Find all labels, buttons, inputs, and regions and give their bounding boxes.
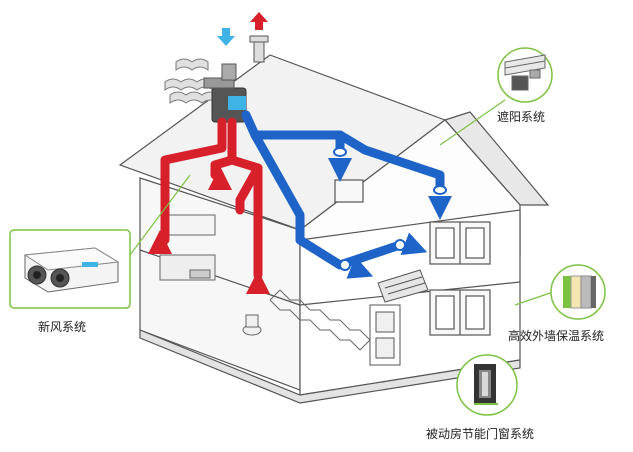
sunshade-callout [497,47,553,103]
staircase [269,289,371,351]
base-slab [139,329,521,404]
intake-arrow-icon [217,28,235,46]
insulation-callout [550,264,606,320]
windows-label: 被动房节能门窗系统 [426,427,535,441]
windows-callout [456,354,518,416]
ventilation-unit-icon [23,247,120,293]
ventilation-unit [203,63,247,123]
fresh-air-label: 新风系统 [38,320,87,334]
exhaust-arrow-icon [250,12,268,30]
roof-tiles [164,58,219,104]
chimney [249,35,269,63]
wall-layers-icon [563,275,596,309]
toilet [242,314,262,336]
kitchen [159,214,216,281]
blind-icon [504,54,546,91]
sunshade-blind [377,269,429,303]
cool-air-arrows [328,158,452,279]
sunshade-label: 遮阳系统 [497,110,546,124]
insulation-label: 高效外墙保温系统 [508,329,605,343]
warm-air-arrows [148,166,270,294]
window-upper-right [429,221,491,265]
window-frame-icon [474,364,498,405]
window-upper-left-gable [334,179,364,203]
house-windows [334,179,491,336]
window-lower-right [429,289,491,336]
front-door [369,304,401,366]
fresh-air-callout [9,229,131,309]
